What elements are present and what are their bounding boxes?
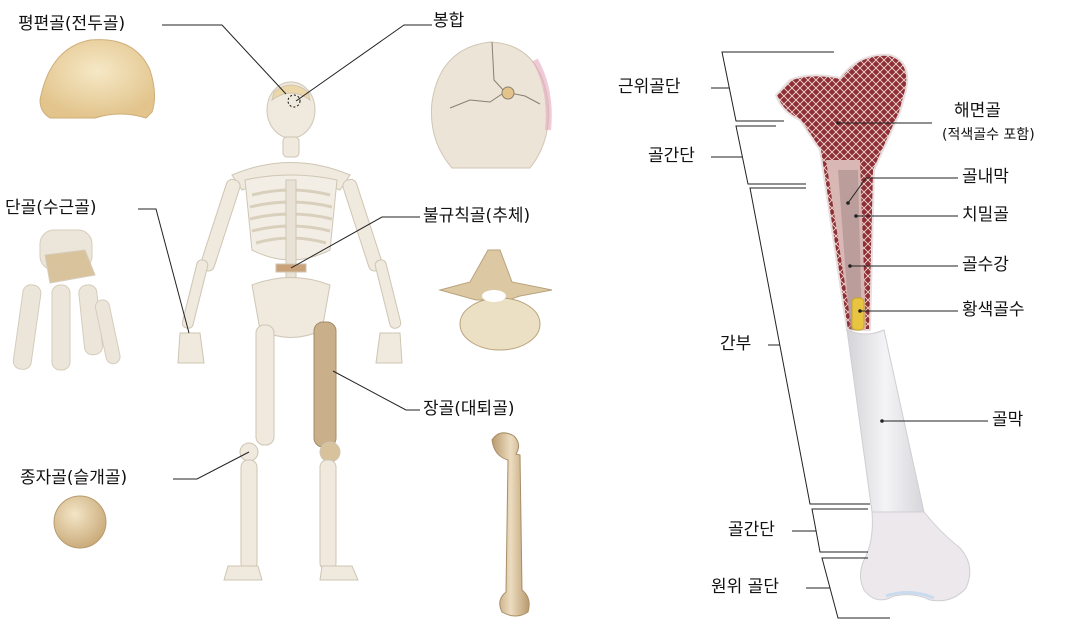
- label-yellow-marrow: 황색골수: [962, 302, 1025, 319]
- label-periosteum: 골막: [992, 412, 1023, 429]
- vertebra-image: [440, 250, 552, 350]
- label-sesamoid-bone: 종자골(슬개골): [20, 470, 127, 487]
- label-short-bone: 단골(수근골): [5, 200, 96, 217]
- label-medullary-cavity: 골수강: [962, 257, 1009, 274]
- label-irregular-bone: 불규칙골(추체): [423, 208, 530, 225]
- label-spongy-bone-note: (적색골수 포함): [942, 128, 1035, 142]
- label-metaphysis-top: 골간단: [648, 148, 695, 165]
- label-long-bone: 장골(대퇴골): [423, 401, 514, 418]
- skeleton-figure: [178, 82, 402, 580]
- label-metaphysis-bottom: 골간단: [728, 522, 775, 539]
- label-compact-bone: 치밀골: [962, 207, 1009, 224]
- label-suture: 봉합: [433, 13, 464, 30]
- label-distal-epiphysis: 원위 골단: [711, 579, 779, 596]
- label-proximal-epiphysis: 근위골단: [618, 79, 681, 96]
- label-diaphysis: 간부: [720, 336, 751, 353]
- femur-specimen-image: [492, 433, 529, 616]
- long-bone-section: [776, 55, 970, 601]
- frontal-bone-image: [40, 40, 155, 118]
- carpal-bones-image: [12, 230, 121, 370]
- label-endosteum: 골내막: [962, 169, 1009, 186]
- patella-image: [54, 496, 106, 548]
- label-flat-bone: 평편골(전두골): [18, 16, 125, 33]
- skull-back-image: [431, 42, 548, 168]
- yellow-marrow-region: [852, 298, 864, 330]
- label-spongy-bone: 해면골: [954, 103, 1001, 120]
